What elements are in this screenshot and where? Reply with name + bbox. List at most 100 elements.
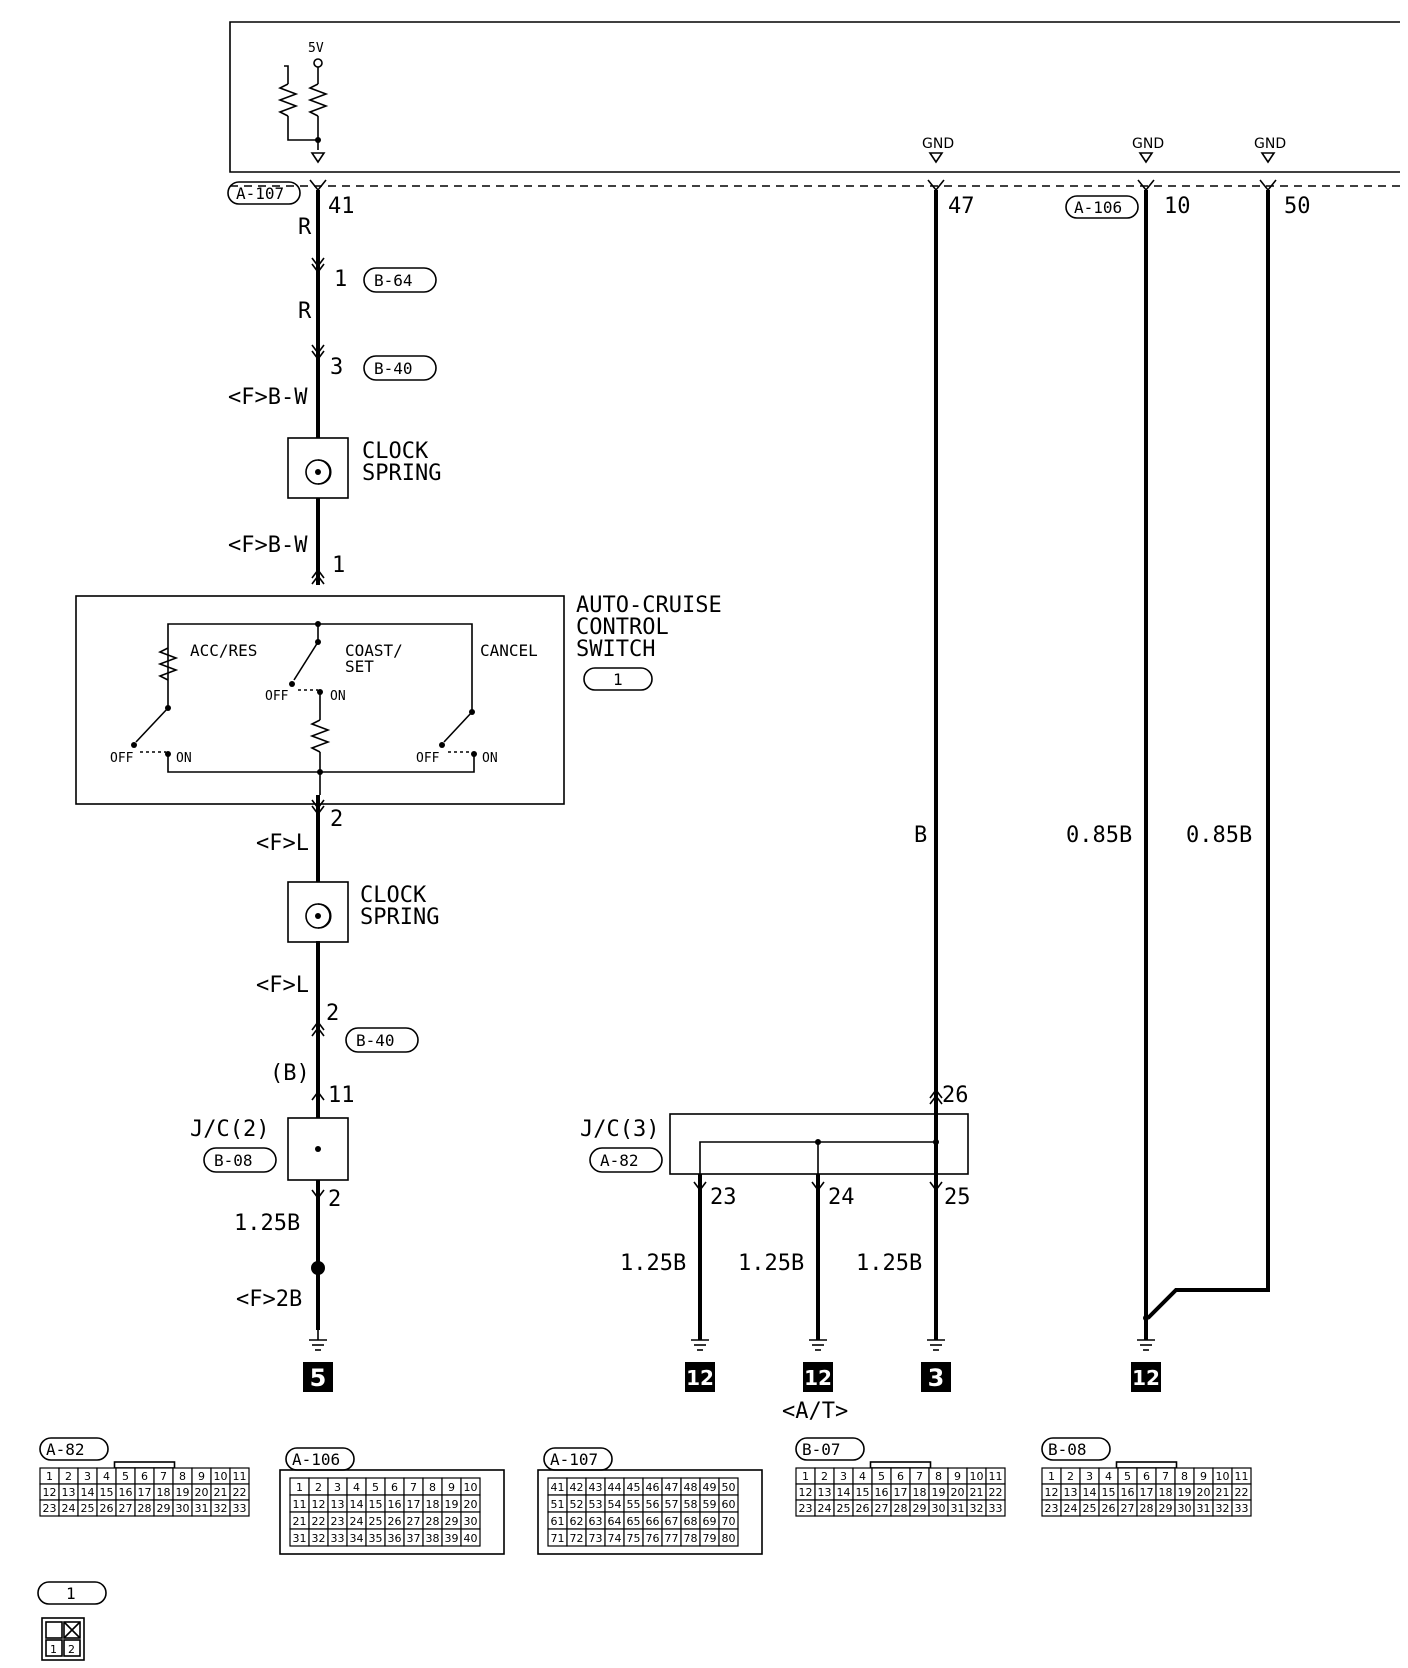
connector-pin-number: 22 [233,1486,247,1499]
connector-pin-number: 69 [703,1515,717,1528]
connector-view-label-box [1041,1437,1111,1461]
connector-pin-number: 74 [608,1532,622,1545]
connector-pin-number: 75 [627,1532,641,1545]
connector-pin-number: 6 [391,1481,398,1494]
connector-pin-number: 7 [916,1470,923,1483]
connector-pin-number: 6 [897,1470,904,1483]
ground-symbol-12b [809,1339,827,1351]
connector-view-label-box [795,1437,865,1461]
connector-pin-number: 27 [1121,1502,1135,1515]
svg-text:GND: GND [922,136,954,152]
pin-jc3-24: 24 [828,1185,855,1210]
at-label: <A/T> [782,1399,848,1424]
connector-pin-number: 54 [608,1498,622,1511]
connector-pin-number: 39 [445,1532,459,1545]
connector-pin-number: 27 [875,1502,889,1515]
connector-pin-number: 40 [464,1532,478,1545]
connector-pin-number: 24 [818,1502,832,1515]
connector-view-frame [537,1469,763,1555]
pin-10: 10 [1164,194,1191,219]
svg-text:12: 12 [686,1366,714,1390]
connector-pin-number: 9 [448,1481,455,1494]
connector-pin-number: 41 [551,1481,565,1494]
connector-view-label: A-82 [46,1440,85,1459]
connector-pin-number: 68 [684,1515,698,1528]
coast-set-label-1: COAST/ [345,641,403,660]
clock-spring-2-label-2: SPRING [360,905,439,930]
connector-pin-number: 29 [913,1502,927,1515]
connector-pin-number: 32 [1216,1502,1230,1515]
connector-pin-number: 5 [372,1481,379,1494]
switch-title-2: CONTROL [576,615,669,640]
connector-pin-number: 44 [608,1481,622,1494]
connector-pin-number: 14 [81,1486,95,1499]
ecu-box [229,21,1400,187]
connector-pin-number: 32 [970,1502,984,1515]
connector-pin-number: 33 [989,1502,1003,1515]
connector-pin-number: 24 [62,1502,76,1515]
connector-pin-number: 14 [1083,1486,1097,1499]
connector-pin-number: 25 [1083,1502,1097,1515]
connector-pin-number: 23 [43,1502,57,1515]
connector-pin-number: 23 [1045,1502,1059,1515]
connector-pin-number: 19 [1178,1486,1192,1499]
connector-pin-number: 23 [799,1502,813,1515]
connector-view-label-box [39,1437,109,1461]
connector-pin-number: 46 [646,1481,660,1494]
ground-symbol-3 [927,1339,945,1351]
connector-a106-badge: A-106 [1065,195,1139,219]
connector-pin-number: 15 [1102,1486,1116,1499]
connector-pin-number: 76 [646,1532,660,1545]
clock-spring-2 [287,881,349,943]
connector-view-latch [1115,1461,1178,1469]
connector-pin-number: 17 [894,1486,908,1499]
connector-pin-number: 21 [1216,1486,1230,1499]
connector-pin-number: 26 [388,1515,402,1528]
svg-text:12: 12 [804,1366,832,1390]
connector-pin-number: 72 [570,1532,584,1545]
connector-pin-number: 3 [84,1470,91,1483]
connector-pin-number: 1 [46,1470,53,1483]
switch-badge: 1 [583,667,653,691]
connector-pin-number: 1 [1048,1470,1055,1483]
connector-pin-number: 63 [589,1515,603,1528]
connector-pin-number: 53 [589,1498,603,1511]
connector-pin-number: 18 [913,1486,927,1499]
connector-pin-number: 26 [856,1502,870,1515]
cancel-label: CANCEL [480,641,538,660]
connector-pin-number: 27 [119,1502,133,1515]
pin-b64: 1 [334,267,347,292]
connector-pin-number: 26 [100,1502,114,1515]
connector-pin-number: 10 [1216,1470,1230,1483]
svg-text:1: 1 [66,1584,76,1603]
connector-pin-number: 24 [350,1515,364,1528]
pin-chevrons [309,179,1277,192]
connector-pin-number: 48 [684,1481,698,1494]
svg-text:B-64: B-64 [374,271,413,290]
connector-pin-number: 28 [894,1502,908,1515]
auto-cruise-switch [75,595,565,805]
connector-pin-number: 77 [665,1532,679,1545]
connector-pin-number: 8 [179,1470,186,1483]
connector-pin-number: 23 [331,1515,345,1528]
connector-pin-number: 13 [62,1486,76,1499]
connector-pin-number: 30 [176,1502,190,1515]
connector-pin-number: 57 [665,1498,679,1511]
connector-pin-number: 15 [856,1486,870,1499]
connector-pin-number: 56 [646,1498,660,1511]
connector-pin-number: 31 [195,1502,209,1515]
ecu-ground-10: GND [1132,136,1164,164]
svg-text:2: 2 [68,1643,75,1656]
connector-pin-number: 50 [722,1481,736,1494]
wire-color-b-paren: (B) [270,1061,310,1086]
connector-pin-number: 47 [665,1481,679,1494]
connector-b64-badge: B-64 [363,267,437,293]
ground-badge-5: 5 [303,1362,333,1392]
wire-color-bw1: <F>B-W [228,385,308,410]
ground-symbol-12c [1137,1339,1155,1351]
connector-pin-number: 4 [103,1470,110,1483]
connector-a107-badge: A-107 [227,181,301,205]
cancel-off-label: OFF [416,751,440,766]
